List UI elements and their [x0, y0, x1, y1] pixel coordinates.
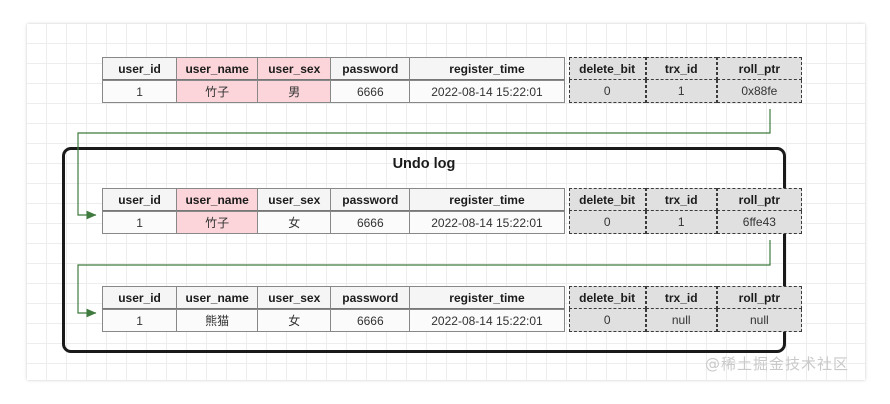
cell-register-time: 2022-08-14 15:22:01 — [410, 211, 565, 234]
cell-trx-id: null — [645, 309, 717, 332]
cell-delete-bit: 0 — [568, 80, 646, 103]
column-header-delete-bit: delete_bit — [568, 188, 646, 211]
column-header-user-id: user_id — [102, 57, 178, 80]
watermark: @稀土掘金技术社区 — [704, 355, 849, 373]
column-header-register-time: register_time — [410, 188, 565, 211]
record-table-current-record: user_id user_name user_sex password regi… — [102, 57, 802, 103]
column-header-trx-id: trx_id — [645, 188, 717, 211]
table-row: 1 熊猫 女 6666 2022-08-14 15:22:01 0 null n… — [102, 309, 802, 332]
column-header-user-id: user_id — [102, 286, 178, 309]
column-header-password: password — [331, 188, 411, 211]
column-header-user-sex: user_sex — [258, 286, 332, 309]
record-table-undo-version-1: user_id user_name user_sex password regi… — [102, 188, 802, 234]
column-header-trx-id: trx_id — [645, 286, 717, 309]
table-row: 1 竹子 男 6666 2022-08-14 15:22:01 0 1 0x88… — [102, 80, 802, 103]
record-table-undo-version-2: user_id user_name user_sex password regi… — [102, 286, 802, 332]
cell-password: 6666 — [331, 80, 411, 103]
cell-trx-id: 1 — [645, 211, 717, 234]
column-header-register-time: register_time — [410, 286, 565, 309]
column-header-user-id: user_id — [102, 188, 178, 211]
column-header-roll-ptr: roll_ptr — [716, 188, 802, 211]
cell-register-time: 2022-08-14 15:22:01 — [410, 80, 565, 103]
cell-delete-bit: 0 — [568, 211, 646, 234]
table-row: 1 竹子 女 6666 2022-08-14 15:22:01 0 1 6ffe… — [102, 211, 802, 234]
column-header-roll-ptr: roll_ptr — [716, 57, 802, 80]
cell-user-name: 熊猫 — [177, 309, 259, 332]
cell-user-name: 竹子 — [177, 80, 259, 103]
column-header-user-sex: user_sex — [258, 57, 332, 80]
undo-log-title: Undo log — [392, 156, 456, 172]
table-header-row: user_id user_name user_sex password regi… — [102, 286, 802, 309]
table-header-row: user_id user_name user_sex password regi… — [102, 188, 802, 211]
cell-roll-ptr: null — [716, 309, 802, 332]
column-header-password: password — [331, 57, 411, 80]
cell-register-time: 2022-08-14 15:22:01 — [410, 309, 565, 332]
diagram-canvas: Undo log user_id user_name user_sex pass… — [27, 24, 865, 380]
cell-delete-bit: 0 — [568, 309, 646, 332]
column-header-user-name: user_name — [177, 188, 259, 211]
cell-roll-ptr: 6ffe43 — [716, 211, 802, 234]
column-header-delete-bit: delete_bit — [568, 286, 646, 309]
cell-user-id: 1 — [102, 309, 178, 332]
column-header-user-sex: user_sex — [258, 188, 332, 211]
cell-roll-ptr: 0x88fe — [716, 80, 802, 103]
cell-user-sex: 男 — [258, 80, 332, 103]
column-header-password: password — [331, 286, 411, 309]
cell-user-sex: 女 — [258, 309, 332, 332]
column-header-user-name: user_name — [177, 57, 259, 80]
column-header-register-time: register_time — [410, 57, 565, 80]
cell-password: 6666 — [331, 211, 411, 234]
cell-trx-id: 1 — [645, 80, 717, 103]
cell-password: 6666 — [331, 309, 411, 332]
cell-user-id: 1 — [102, 80, 178, 103]
cell-user-sex: 女 — [258, 211, 332, 234]
column-header-user-name: user_name — [177, 286, 259, 309]
cell-user-name: 竹子 — [177, 211, 259, 234]
cell-user-id: 1 — [102, 211, 178, 234]
column-header-trx-id: trx_id — [645, 57, 717, 80]
column-header-roll-ptr: roll_ptr — [716, 286, 802, 309]
table-header-row: user_id user_name user_sex password regi… — [102, 57, 802, 80]
column-header-delete-bit: delete_bit — [568, 57, 646, 80]
